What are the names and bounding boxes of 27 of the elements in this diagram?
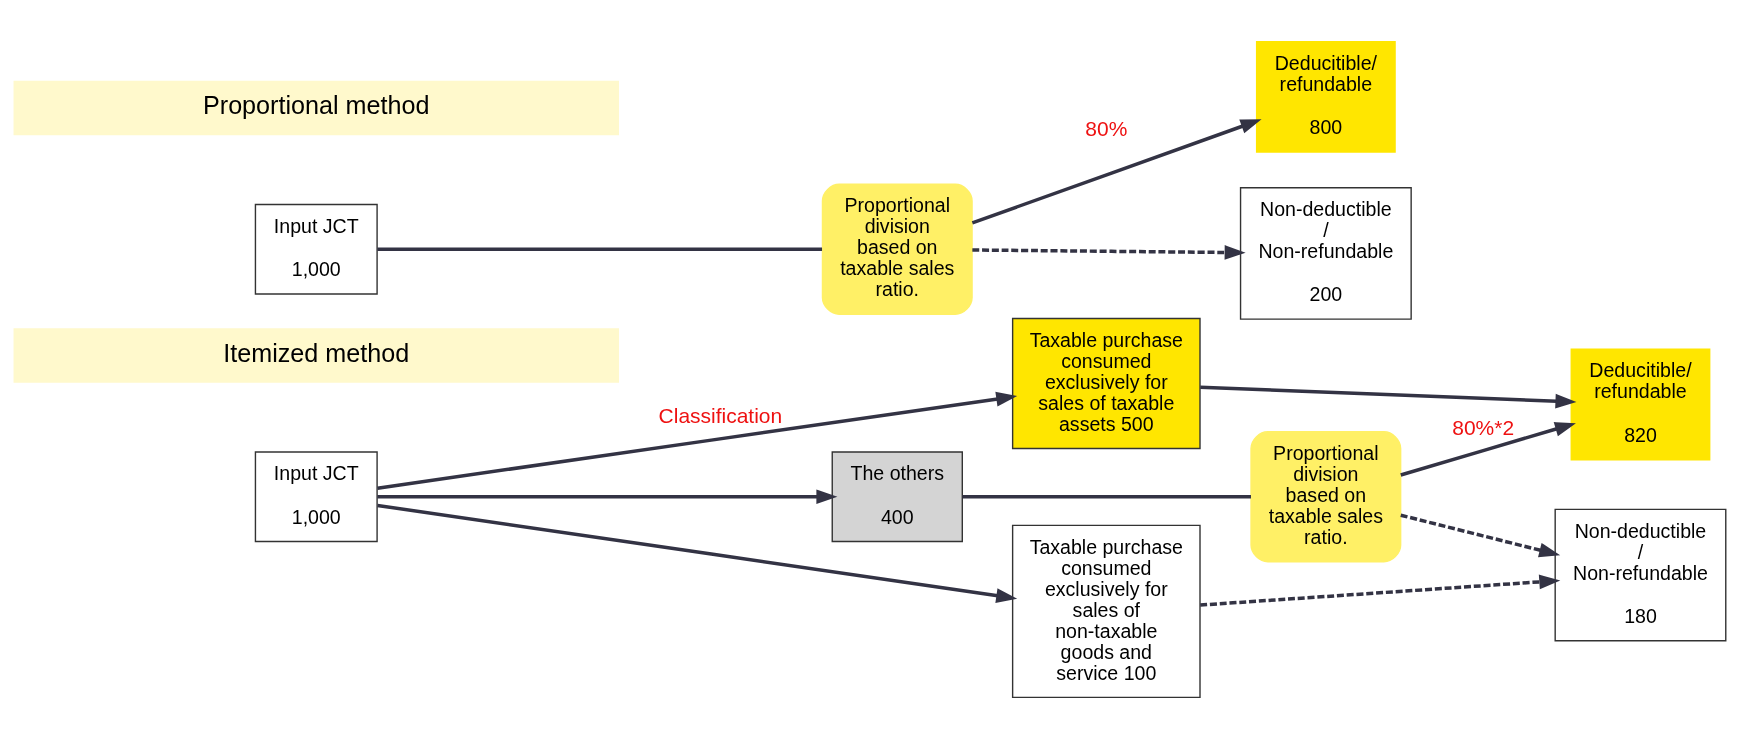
node-box: The others 400 <box>831 450 963 542</box>
arrow <box>377 391 1018 490</box>
arrow <box>971 118 1262 224</box>
arrow <box>1400 513 1561 557</box>
connector <box>377 247 823 251</box>
node-box: Itemized method <box>13 327 619 383</box>
arrow <box>1200 384 1577 408</box>
node-box: Input JCT 1,000 <box>254 450 378 542</box>
node-box: Proportional division based on taxable sales ratio. <box>1250 430 1402 562</box>
node-box: Deducitible/ refundable 820 <box>1570 348 1711 460</box>
node-box: Proportional method <box>13 80 619 135</box>
node-box: Taxable purchase consumed exclusively for sales of non-taxable goods and service 100 <box>1011 524 1201 698</box>
node-box: Input JCT 1,000 <box>254 203 378 295</box>
node-box: Non-deductible / Non-refundable 200 <box>1239 186 1412 320</box>
node-box: Non-deductible / Non-refundable 180 <box>1554 508 1727 641</box>
edge-label: 80% <box>1085 116 1128 140</box>
arrow <box>972 244 1246 260</box>
arrow <box>1400 421 1576 477</box>
edge-label: Classification <box>658 403 783 427</box>
arrow <box>377 488 838 504</box>
connector <box>962 494 1251 498</box>
arrow <box>377 503 1018 603</box>
node-box: Taxable purchase consumed exclusively for sales of taxable assets 500 <box>1011 317 1201 449</box>
node-box: Proportional division based on taxable sales ratio. <box>821 183 973 315</box>
arrow <box>1200 574 1561 607</box>
node-box: Deducitible/ refundable 800 <box>1255 40 1396 153</box>
edge-label: 80%*2 <box>1452 415 1515 439</box>
